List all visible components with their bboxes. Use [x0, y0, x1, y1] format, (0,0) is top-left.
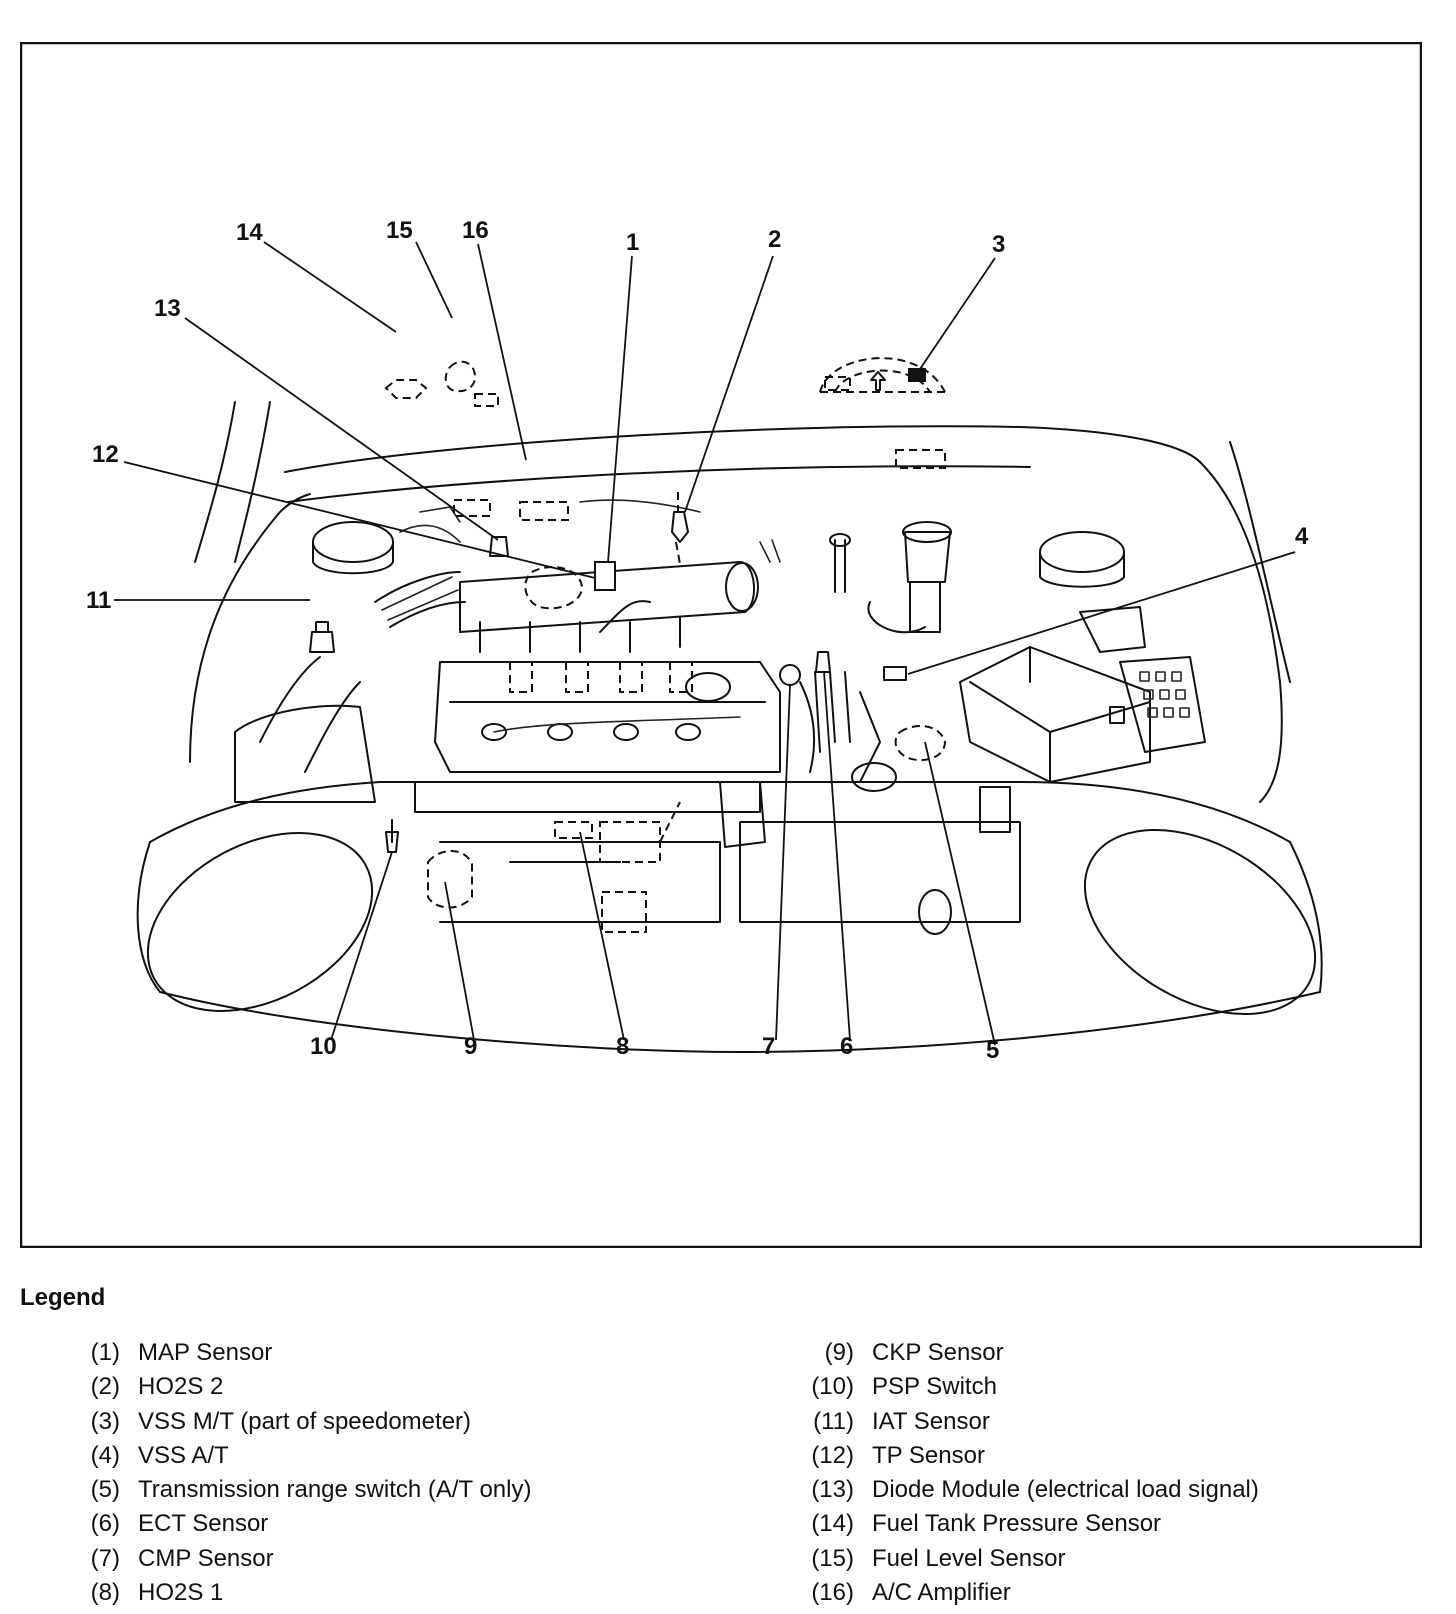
callout-11: 11 — [86, 587, 111, 614]
callout-9: 9 — [464, 1033, 477, 1060]
legend-item: (1) MAP Sensor — [80, 1336, 531, 1370]
legend-number: (2) — [90, 1373, 120, 1401]
callout-13: 13 — [154, 295, 181, 322]
legend-number: (11) — [813, 1407, 854, 1435]
frame-border — [20, 42, 1422, 1248]
legend-label: TP Sensor — [872, 1441, 985, 1469]
legend-label: CMP Sensor — [138, 1544, 274, 1572]
legend-label: ECT Sensor — [138, 1510, 269, 1538]
legend-number: (3) — [90, 1407, 120, 1435]
legend-label: VSS M/T (part of speedometer) — [138, 1407, 472, 1435]
legend-item: (6) ECT Sensor — [80, 1507, 531, 1541]
legend-left-column: (1) MAP Sensor (2) HO2S 2 (3) VSS M/T (part… — [80, 1336, 532, 1610]
leader-lines — [114, 241, 1296, 1046]
callout-12: 12 — [92, 441, 119, 468]
legend-label: Fuel Tank Pressure Sensor — [872, 1510, 1162, 1538]
callout-14: 14 — [236, 219, 263, 246]
legend-label: CKP Sensor — [872, 1339, 1004, 1366]
legend-label: HO2S 1 — [138, 1579, 224, 1607]
callout-4: 4 — [1295, 523, 1309, 550]
legend-number: (1) — [90, 1339, 120, 1366]
legend-label: HO2S 2 — [138, 1373, 224, 1401]
callout-10: 10 — [310, 1033, 337, 1060]
legend-number: (4) — [90, 1441, 120, 1469]
legend-number: (6) — [90, 1510, 120, 1538]
callout-8: 8 — [616, 1033, 629, 1060]
callout-numbers: 1 2 3 4 5 6 7 8 9 10 11 12 13 14 15 16 — [86, 217, 1309, 1064]
legend-number: (14) — [811, 1510, 854, 1538]
legend-label: Fuel Level Sensor — [872, 1544, 1066, 1572]
callout-2: 2 — [768, 226, 781, 253]
legend-item: (12) TP Sensor — [800, 1439, 1259, 1473]
legend-number: (12) — [811, 1441, 854, 1469]
legend-item: (5) Transmission range switch (A/T only) — [80, 1473, 532, 1507]
callout-16: 16 — [462, 217, 489, 244]
legend-item: (11) IAT Sensor — [800, 1405, 1259, 1439]
legend-label: A/C Amplifier — [872, 1579, 1011, 1607]
diagram-frame: 1 2 3 4 5 6 7 8 9 10 11 12 13 14 15 16 — [20, 42, 1422, 1248]
legend-number: (16) — [811, 1579, 854, 1607]
legend-item: (14) Fuel Tank Pressure Sensor — [800, 1507, 1259, 1541]
legend-item: (2) HO2S 2 — [80, 1370, 531, 1404]
legend-number: (7) — [90, 1544, 120, 1572]
legend-item: (7) CMP Sensor — [80, 1542, 531, 1576]
legend-number: (13) — [811, 1476, 854, 1504]
engine-bay-drawing — [136, 357, 1323, 1053]
legend-item: (16) A/C Amplifier — [800, 1576, 1259, 1610]
legend-title: Legend — [20, 1284, 106, 1311]
legend-label: Diode Module (electrical load signal) — [872, 1476, 1259, 1504]
callout-1: 1 — [626, 229, 639, 256]
legend-item: (8) HO2S 1 — [80, 1576, 531, 1610]
legend-right-column: (9) CKP Sensor (10) PSP Switch (11) IAT Sen… — [800, 1336, 1259, 1610]
callout-15: 15 — [386, 217, 413, 244]
legend-item: (10) PSP Switch — [800, 1370, 1259, 1404]
legend-item: (9) CKP Sensor — [800, 1336, 1259, 1370]
legend-number: (10) — [811, 1373, 854, 1401]
legend-label: PSP Switch — [872, 1373, 997, 1401]
callout-6: 6 — [840, 1033, 853, 1060]
legend-label: Transmission range switch (A/T only) — [138, 1476, 532, 1504]
legend-item: (4) VSS A/T — [80, 1439, 531, 1473]
callout-7: 7 — [762, 1033, 775, 1060]
legend-number: (15) — [811, 1544, 854, 1572]
engine-bay-diagram: 1 2 3 4 5 6 7 8 9 10 11 12 13 14 15 16 — [20, 42, 1422, 1248]
legend-number: (8) — [90, 1579, 120, 1607]
callout-5: 5 — [986, 1037, 999, 1064]
legend-number: (5) — [90, 1476, 120, 1504]
legend-label: IAT Sensor — [872, 1407, 990, 1435]
legend-item: (15) Fuel Level Sensor — [800, 1542, 1259, 1576]
legend-label: MAP Sensor — [138, 1339, 273, 1366]
legend-item: (3) VSS M/T (part of speedometer) — [80, 1405, 531, 1439]
callout-3: 3 — [992, 231, 1005, 258]
legend-label: VSS A/T — [138, 1441, 229, 1469]
legend-item: (13) Diode Module (electrical load signal… — [800, 1473, 1259, 1507]
legend-number: (9) — [824, 1339, 854, 1366]
